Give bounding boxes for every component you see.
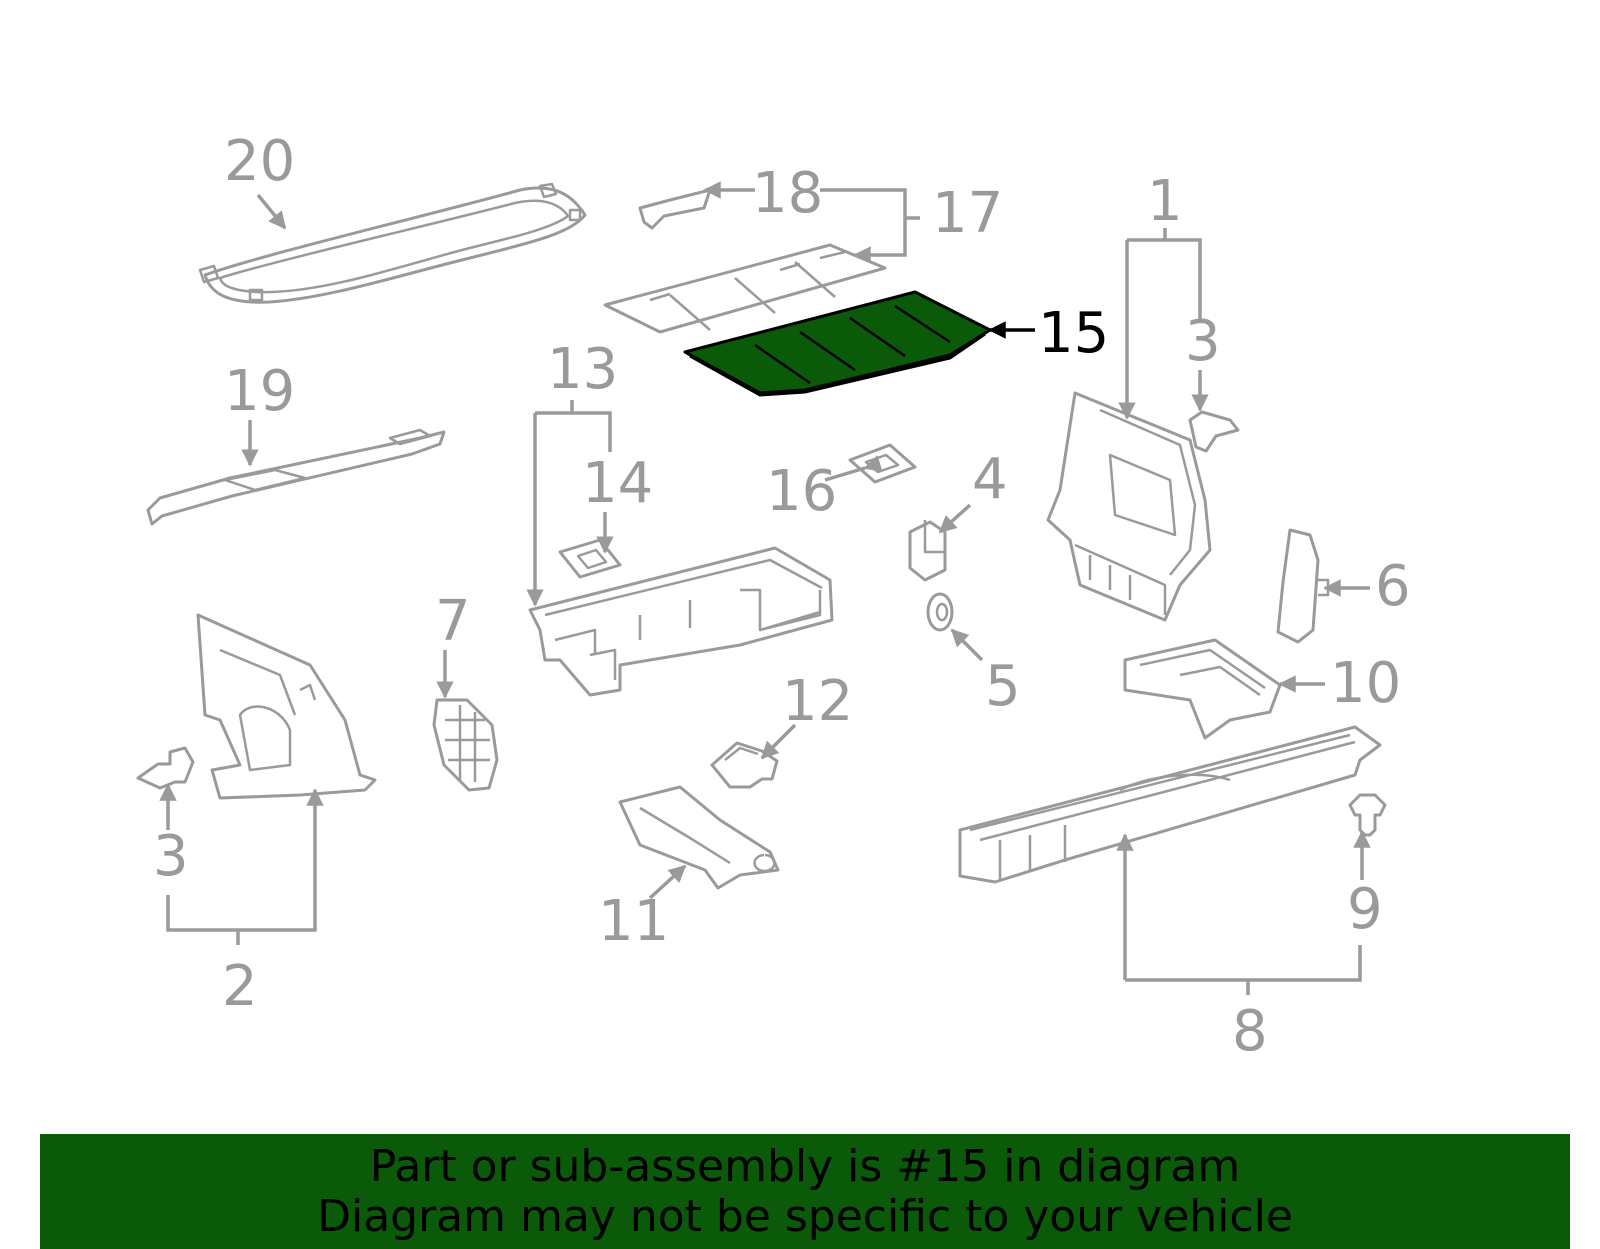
callout-17: 17	[932, 181, 1003, 246]
part-3-clip-lower	[136, 746, 195, 790]
callout-20: 20	[224, 129, 295, 194]
part-16-pad	[848, 443, 917, 484]
part-15-deck-panel-highlighted	[683, 290, 992, 397]
callout-labels: 20 19 18 17 15 13 14 16 4 5 1 3 6 10 7 1…	[153, 129, 1411, 1064]
callout-10: 10	[1330, 651, 1401, 716]
callout-12: 12	[782, 669, 853, 734]
callout-13: 13	[547, 337, 618, 402]
part-20-cover-frame	[198, 182, 587, 304]
callout-3-lower: 3	[153, 824, 189, 889]
part-11-support	[618, 785, 780, 890]
info-banner: Part or sub-assembly is #15 in diagram D…	[40, 1134, 1570, 1249]
part-13-storage-box	[528, 546, 834, 697]
callout-15: 15	[1038, 301, 1109, 366]
part-1-side-trim	[1046, 391, 1212, 622]
callout-11: 11	[598, 889, 669, 954]
callout-4: 4	[972, 447, 1008, 512]
banner-line-1: Part or sub-assembly is #15 in diagram	[369, 1140, 1241, 1192]
callout-5: 5	[985, 654, 1021, 719]
callout-14: 14	[582, 451, 653, 516]
part-3-clip-upper	[1188, 410, 1240, 453]
callout-8: 8	[1232, 999, 1268, 1064]
part-12-bracket	[710, 741, 779, 789]
part-7-grille	[432, 698, 499, 792]
part-14-pad	[558, 538, 622, 579]
callout-2: 2	[222, 954, 258, 1019]
callout-9: 9	[1347, 877, 1383, 942]
callout-7: 7	[435, 589, 471, 654]
callout-6: 6	[1375, 554, 1411, 619]
part-6-panel	[1276, 528, 1330, 644]
callout-18: 18	[752, 161, 823, 226]
part-18-clip	[638, 188, 712, 230]
part-19-strap	[146, 428, 446, 526]
parts-diagram: 20 19 18 17 15 13 14 16 4 5 1 3 6 10 7 1…	[136, 129, 1411, 1064]
callout-16: 16	[766, 459, 837, 524]
callout-1: 1	[1147, 169, 1183, 234]
leader-lines	[159, 181, 1371, 995]
part-17-deck-board	[603, 243, 887, 334]
part-5-washer	[926, 592, 954, 632]
callout-3-upper: 3	[1185, 309, 1221, 374]
part-2-quarter-trim	[196, 613, 377, 800]
part-4-bracket	[908, 520, 947, 582]
part-8-scuff-plate	[958, 725, 1382, 884]
part-9-bolt	[1348, 793, 1387, 837]
banner-line-2: Diagram may not be specific to your vehi…	[317, 1190, 1293, 1242]
part-10-tray	[1123, 638, 1282, 740]
callout-19: 19	[224, 359, 295, 424]
